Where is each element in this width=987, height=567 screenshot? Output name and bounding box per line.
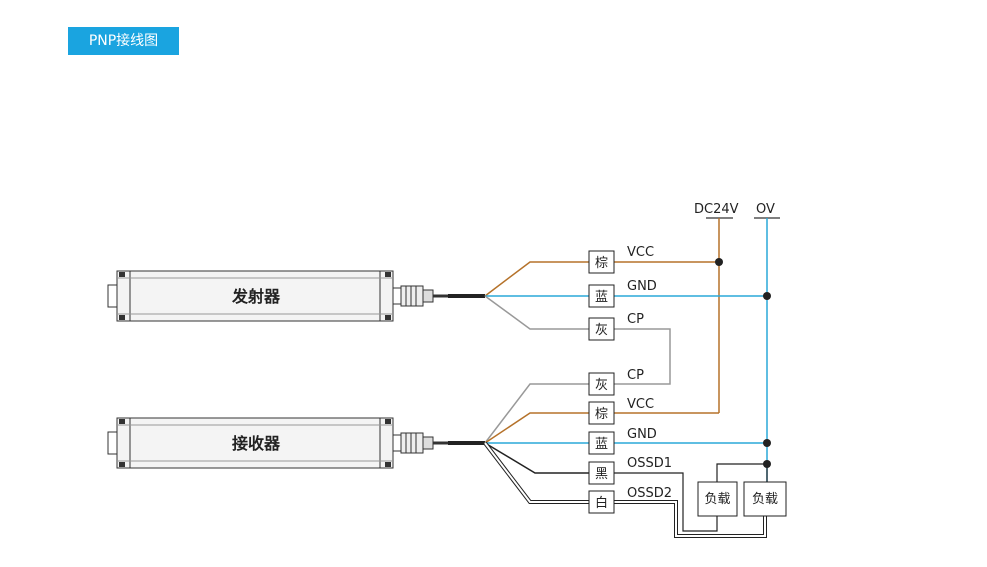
loads: 负载 负载 (697, 481, 787, 517)
load-1-label: 负载 (704, 492, 730, 507)
receiver-wire-color-1: 灰 (595, 378, 608, 393)
receiver-wire-color-5: 白 (595, 495, 608, 511)
emitter-device: 发射器 (107, 270, 485, 322)
receiver-device: 接收器 (107, 417, 485, 469)
receiver-wires (483, 383, 771, 538)
load-2-label: 负载 (752, 492, 778, 507)
receiver-color-boxes: 灰 棕 蓝 黑 白 (588, 372, 615, 514)
emitter-wire-color-2: 蓝 (595, 290, 608, 305)
receiver-signal-1: CP (627, 368, 644, 383)
emitter-wires (484, 258, 771, 385)
receiver-label: 接收器 (232, 434, 281, 453)
receiver-wire-color-2: 棕 (595, 407, 608, 422)
dc24v-label: DC24V (694, 202, 739, 217)
receiver-signal-2: VCC (627, 397, 654, 412)
emitter-wire-color-1: 棕 (595, 256, 608, 271)
power-rails: DC24V OV (694, 202, 780, 487)
receiver-wire-color-3: 蓝 (595, 437, 608, 452)
ov-label: OV (756, 202, 775, 217)
receiver-signal-3: GND (627, 427, 657, 442)
emitter-label: 发射器 (231, 287, 281, 306)
receiver-wire-color-4: 黑 (595, 467, 608, 482)
receiver-signal-5: OSSD2 (627, 486, 672, 501)
emitter-signal-3: CP (627, 312, 644, 327)
emitter-wire-color-3: 灰 (595, 323, 608, 338)
emitter-signal-2: GND (627, 279, 657, 294)
emitter-signal-labels: VCC GND CP (627, 245, 657, 327)
receiver-signal-4: OSSD1 (627, 456, 672, 471)
emitter-color-boxes: 棕 蓝 灰 (588, 250, 615, 341)
receiver-signal-labels: CP VCC GND OSSD1 OSSD2 (627, 368, 672, 501)
page-title: PNP接线图 (68, 27, 179, 55)
emitter-signal-1: VCC (627, 245, 654, 260)
